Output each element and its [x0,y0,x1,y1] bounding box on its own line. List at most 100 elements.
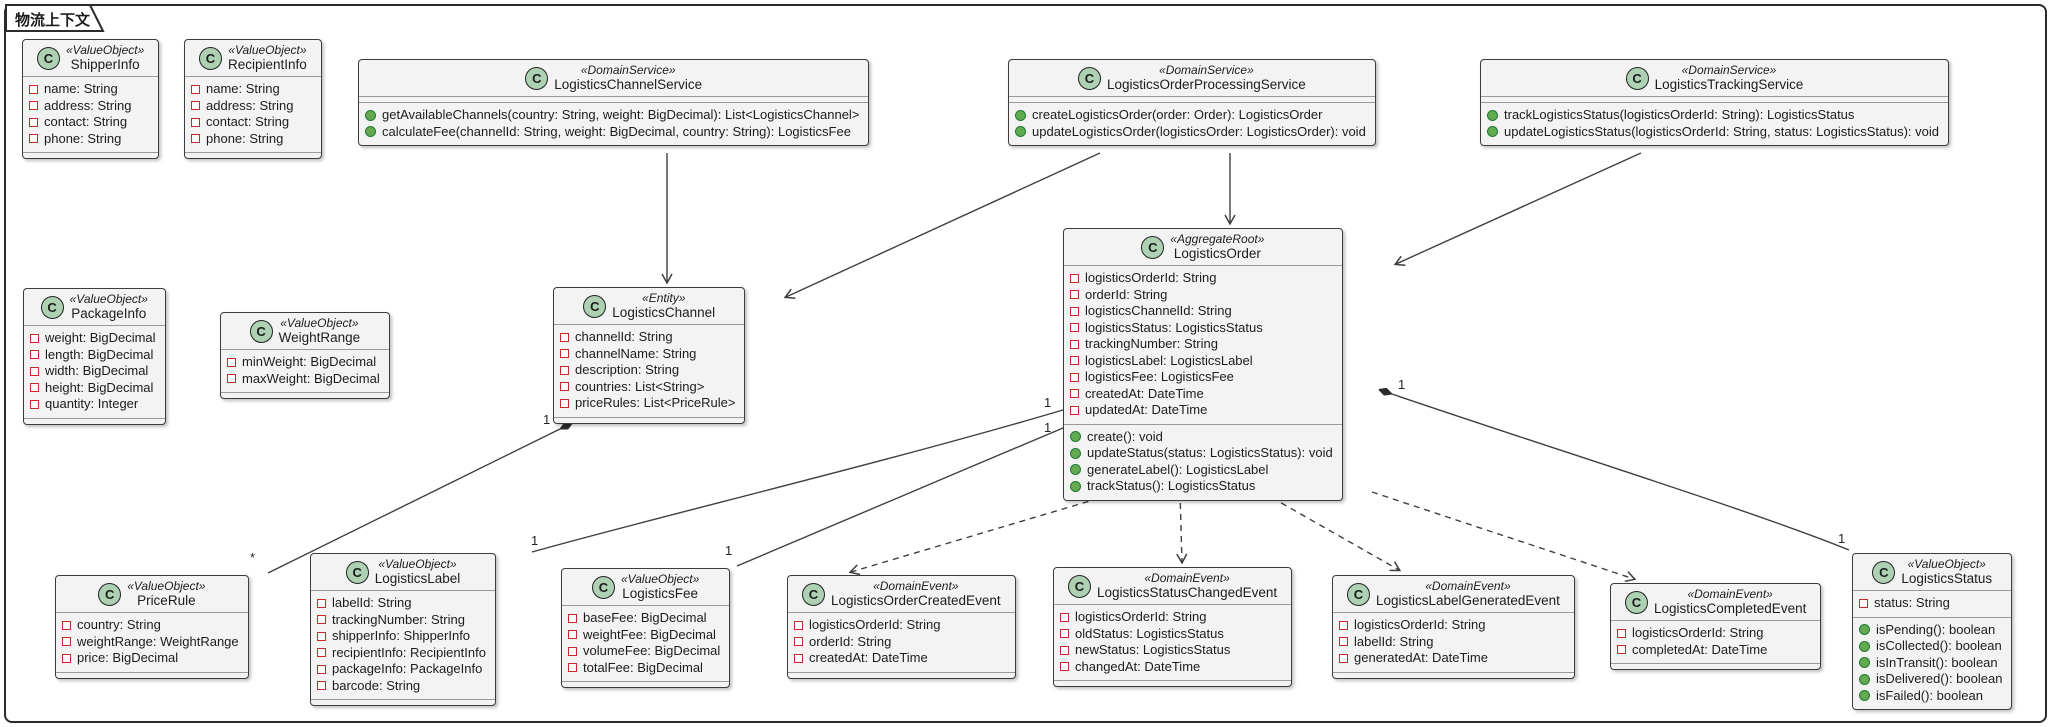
attributes-compartment-row: contact: String [191,114,312,131]
methods-compartment [24,417,165,424]
method-icon [365,126,376,138]
class-header: C«ValueObject»LogisticsFee [562,569,729,605]
methods-compartment: trackLogisticsStatus(logisticsOrderId: S… [1481,102,1948,145]
method-icon [1070,480,1081,492]
attributes-compartment-text: createdAt: DateTime [809,650,928,665]
attributes-compartment-text: logisticsOrderId: String [1085,270,1217,285]
class-header: C«ValueObject»WeightRange [221,313,389,349]
field-icon [29,101,38,111]
attributes-compartment-row: logisticsLabel: LogisticsLabel [1070,353,1333,370]
field-icon [62,620,71,630]
class-circle-icon: C [525,67,549,90]
attributes-compartment-text: weightRange: WeightRange [77,633,239,649]
class-stereotype: «Entity» [642,291,686,305]
attributes-compartment [359,96,869,102]
multiplicity-label: * [250,550,256,565]
field-icon [1060,629,1069,639]
field-icon [560,365,569,375]
attributes-compartment-row: height: BigDecimal [30,380,156,397]
attributes-compartment-text: logisticsOrderId: String [1354,617,1486,632]
methods-compartment [788,671,1015,678]
class-name: LogisticsTrackingService [1654,77,1804,92]
class-weight-range: C«ValueObject»WeightRange minWeight: BigD… [220,312,390,399]
attributes-compartment-text: name: String [44,81,118,96]
attributes-compartment-row: logisticsChannelId: String [1070,303,1333,320]
class-stereotype: «DomainService» [1159,63,1254,77]
method-icon [1859,624,1870,636]
class-header: C«AggregateRoot»LogisticsOrder [1064,229,1342,265]
attributes-compartment-text: width: BigDecimal [45,363,149,378]
attributes-compartment-text: orderId: String [809,633,892,649]
class-circle-icon: C [1872,561,1896,584]
field-icon [560,398,569,408]
field-icon [191,134,200,144]
methods-compartment-row: isInTransit(): boolean [1859,655,2002,672]
field-icon [1617,628,1626,638]
attributes-compartment-row: labelId: String [1339,634,1565,651]
attributes-compartment-row: labelId: String [317,595,486,612]
attributes-compartment-text: height: BigDecimal [45,379,154,395]
class-logistics-tracking-service: C«DomainService»LogisticsTrackingService… [1480,59,1949,146]
diagram-frame-border [4,4,2047,723]
field-icon [29,134,38,144]
attributes-compartment-row: newStatus: LogisticsStatus [1060,642,1282,659]
class-circle-icon: C [1077,67,1101,90]
attributes-compartment-text: name: String [206,81,280,96]
methods-compartment-row: createLogisticsOrder(order: Order): Logi… [1015,107,1366,124]
class-stereotype: «DomainService» [1681,63,1777,77]
attributes-compartment-row: baseFee: BigDecimal [568,610,720,627]
field-icon [1339,653,1348,663]
edge-orderprocessing-to-logisticschannel [783,152,1101,299]
multiplicity-label: 1 [1044,395,1052,410]
attributes-compartment-row: changedAt: DateTime [1060,659,1282,676]
attributes-compartment-row: contact: String [29,114,149,131]
methods-compartment-text: isCollected(): boolean [1876,638,2002,653]
methods-compartment [1333,671,1574,678]
field-icon [1070,372,1079,382]
class-stereotype: «ValueObject» [621,572,700,586]
attributes-compartment-text: logisticsFee: LogisticsFee [1085,369,1234,384]
attributes-compartment-text: weight: BigDecimal [45,330,156,345]
class-name: PackageInfo [71,306,147,321]
methods-compartment-row: updateStatus(status: LogisticsStatus): v… [1070,445,1333,462]
edge-order-completedevent-dashed [1371,491,1637,582]
class-header: C«ValueObject»PriceRule [56,576,248,612]
class-stereotype: «DomainEvent» [873,579,959,593]
class-circle-icon: C [199,47,222,70]
attributes-compartment-text: orderId: String [1085,286,1168,302]
attributes-compartment-text: minWeight: BigDecimal [242,354,377,369]
methods-compartment-row: isFailed(): boolean [1859,688,2002,705]
attributes-compartment-text: updatedAt: DateTime [1085,402,1208,417]
attributes-compartment-text: generatedAt: DateTime [1354,650,1488,665]
class-stereotype: «ValueObject» [66,43,145,57]
class-circle-icon: C [1141,236,1165,259]
methods-compartment [185,152,321,158]
attributes-compartment-text: countries: List<String> [575,378,705,394]
attributes-compartment-row: quantity: Integer [30,396,156,413]
attributes-compartment-row: length: BigDecimal [30,347,156,364]
class-header: C«DomainService»LogisticsTrackingService [1481,60,1948,96]
methods-compartment-row: create(): void [1070,429,1333,446]
field-icon [1060,662,1069,672]
attributes-compartment-text: packageInfo: PackageInfo [332,661,483,676]
field-icon [560,349,569,359]
class-circle-icon: C [37,47,60,70]
class-name: WeightRange [278,330,361,345]
attributes-compartment-text: address: String [206,97,294,113]
attributes-compartment-text: totalFee: BigDecimal [583,659,703,675]
field-icon [317,681,326,691]
class-logistics-order-created-event: C«DomainEvent»LogisticsOrderCreatedEvent… [787,575,1016,679]
field-icon [1070,356,1079,366]
field-icon [1617,645,1626,655]
attributes-compartment-row: name: String [191,81,312,98]
field-icon [317,664,326,674]
attributes-compartment-row: minWeight: BigDecimal [227,354,380,371]
field-icon [30,333,39,343]
